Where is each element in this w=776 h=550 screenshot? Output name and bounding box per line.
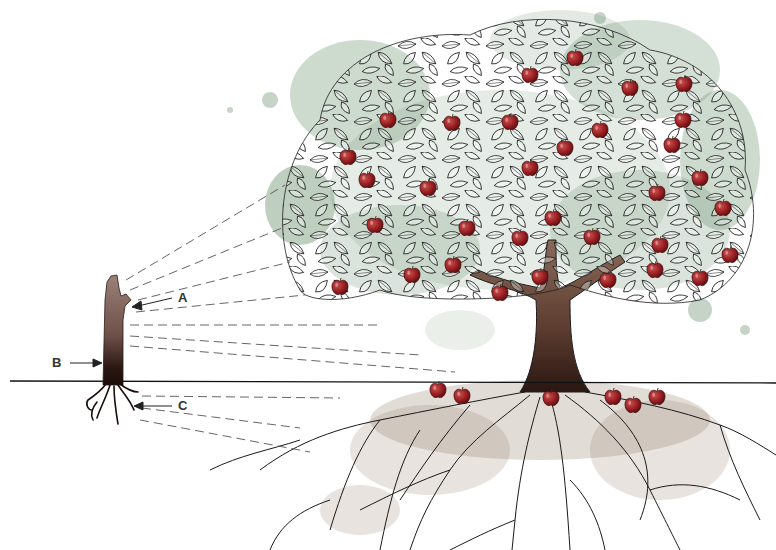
apples xyxy=(332,49,738,301)
sapling-roots xyxy=(87,384,138,424)
fallen-apples xyxy=(430,381,665,413)
callout-arrows xyxy=(70,298,172,410)
projection-lines xyxy=(126,185,455,452)
tree-canopy xyxy=(283,19,754,303)
callout-letter: A xyxy=(178,291,187,305)
canopy-wash xyxy=(227,10,760,350)
tree-roots xyxy=(210,392,776,550)
graft-sapling xyxy=(103,275,131,385)
callout-letter: B xyxy=(52,356,61,370)
callout-letter: C xyxy=(178,399,187,413)
ground-line xyxy=(10,381,776,383)
